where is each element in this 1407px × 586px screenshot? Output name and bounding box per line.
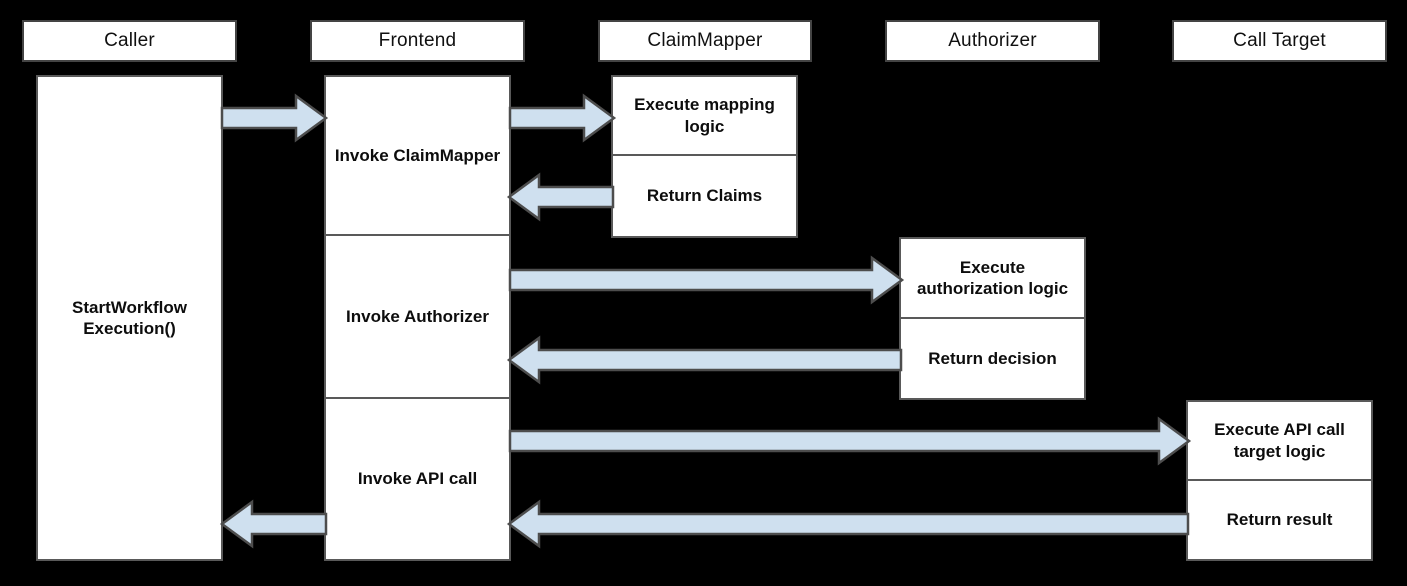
- activity-label-claimmapper-return: Return Claims: [646, 186, 763, 206]
- arrow-frontend-to-caller: [219, 499, 328, 549]
- arrow-calltarget-to-frontend: [506, 499, 1190, 549]
- activity-box-claimmapper-return[interactable]: Return Claims: [611, 155, 798, 238]
- activity-label-claimmapper-execute: Execute mapping logic: [634, 95, 775, 136]
- arrow-frontend-to-authorizer: [508, 255, 905, 305]
- lane-header-claimmapper[interactable]: ClaimMapper: [598, 20, 812, 62]
- activity-label-calltarget-return: Return result: [1226, 510, 1333, 530]
- arrow-frontend-to-claimmapper: [508, 93, 617, 143]
- activity-label-frontend-invoke-claimmapper: Invoke ClaimMapper: [334, 145, 501, 165]
- lane-header-frontend-label: Frontend: [378, 30, 457, 51]
- lane-header-calltarget-label: Call Target: [1233, 30, 1326, 51]
- lane-header-calltarget[interactable]: Call Target: [1172, 20, 1387, 62]
- activity-box-caller-start[interactable]: StartWorkflow Execution(): [36, 75, 223, 561]
- lane-header-authorizer-label: Authorizer: [948, 30, 1037, 51]
- arrow-caller-to-frontend: [220, 93, 329, 143]
- lane-header-frontend[interactable]: Frontend: [310, 20, 525, 62]
- activity-box-calltarget-return[interactable]: Return result: [1186, 480, 1373, 561]
- activity-label-frontend-invoke-authorizer: Invoke Authorizer: [346, 306, 489, 326]
- activity-box-authorizer-return[interactable]: Return decision: [899, 318, 1086, 400]
- lane-header-authorizer[interactable]: Authorizer: [885, 20, 1100, 62]
- lane-header-caller[interactable]: Caller: [22, 20, 237, 62]
- arrow-authorizer-to-frontend: [506, 335, 903, 385]
- activity-label-authorizer-execute: Execute authorization logic: [916, 257, 1069, 298]
- activity-box-calltarget-execute[interactable]: Execute API call target logic: [1186, 400, 1373, 480]
- activity-box-frontend-invoke-api-call[interactable]: Invoke API call: [324, 398, 511, 561]
- activity-label-calltarget-execute: Execute API call target logic: [1214, 420, 1345, 461]
- arrow-frontend-to-calltarget: [508, 416, 1192, 466]
- arrow-claimmapper-to-frontend: [506, 172, 615, 222]
- activity-label-caller-start: StartWorkflow Execution(): [72, 297, 187, 338]
- lane-header-claimmapper-label: ClaimMapper: [647, 30, 763, 51]
- activity-box-frontend-invoke-claimmapper[interactable]: Invoke ClaimMapper: [324, 75, 511, 235]
- activity-label-frontend-invoke-api-call: Invoke API call: [357, 469, 478, 489]
- activity-label-authorizer-return: Return decision: [928, 348, 1057, 368]
- activity-box-frontend-invoke-authorizer[interactable]: Invoke Authorizer: [324, 235, 511, 398]
- lane-header-caller-label: Caller: [104, 30, 155, 51]
- activity-box-claimmapper-execute[interactable]: Execute mapping logic: [611, 75, 798, 155]
- activity-box-authorizer-execute[interactable]: Execute authorization logic: [899, 237, 1086, 318]
